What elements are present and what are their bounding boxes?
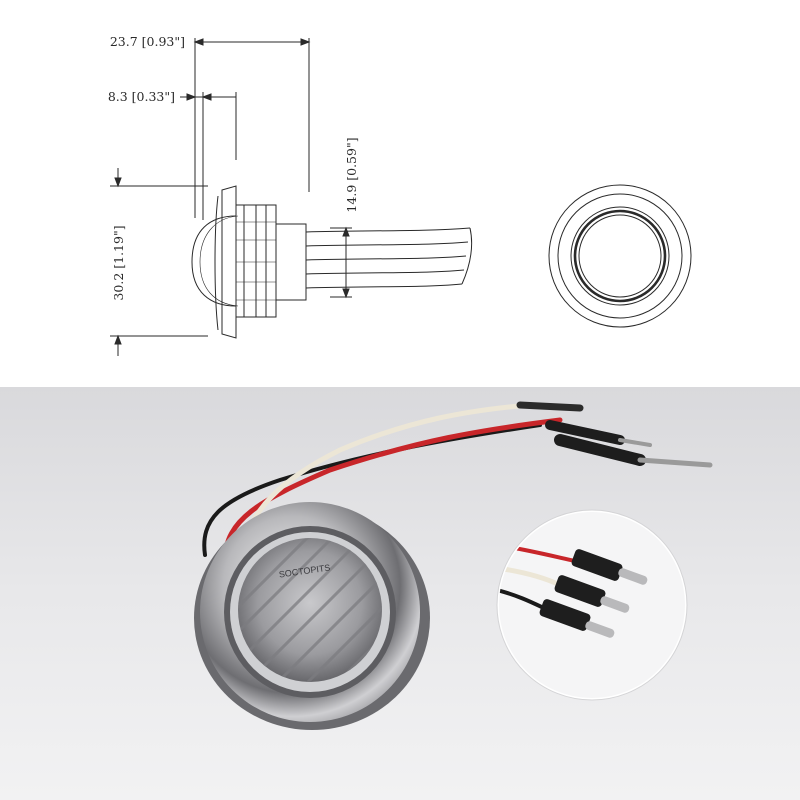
dimension-bezel-depth <box>180 92 237 220</box>
dimension-body-diameter <box>330 226 352 299</box>
connector-1 <box>571 549 648 585</box>
dim-overall-length-label: 23.7 [0.93"] <box>110 34 185 49</box>
lens: SOCTOPITS <box>238 538 382 682</box>
product-photo: SOCTOPITS <box>0 387 800 800</box>
photo-wires <box>202 401 713 563</box>
dim-body-diameter-label: 14.9 [0.59"] <box>344 137 359 212</box>
dim-bezel-diameter-label: 30.2 [1.19"] <box>111 225 126 300</box>
dim-bezel-depth-label: 8.3 [0.33"] <box>108 89 175 104</box>
dimension-overall-length <box>193 38 311 218</box>
connector-2 <box>554 575 630 613</box>
technical-drawing <box>110 38 692 356</box>
dimension-bezel-diameter <box>110 168 208 356</box>
front-view <box>548 184 692 328</box>
side-view <box>191 185 473 339</box>
connector-3 <box>539 599 615 638</box>
connector-inset <box>496 509 688 701</box>
